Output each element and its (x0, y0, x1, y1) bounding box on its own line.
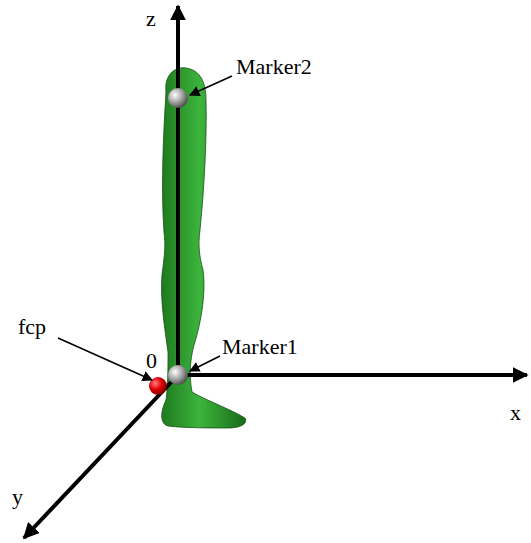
leader-line (58, 338, 152, 380)
y-axis (24, 375, 178, 538)
marker-label: Marker2 (236, 56, 312, 78)
axis-label: z (146, 8, 156, 30)
marker-sphere (168, 365, 188, 385)
marker-label: Marker1 (222, 336, 298, 358)
axis-label: y (12, 486, 23, 508)
leader-line (190, 76, 232, 95)
leader-line (190, 356, 220, 371)
origin-label: 0 (146, 350, 157, 372)
z-axis (176, 6, 180, 375)
point-label: fcp (18, 316, 46, 338)
axis-label: x (510, 402, 521, 424)
x-axis (178, 373, 527, 377)
marker-sphere (168, 88, 188, 108)
